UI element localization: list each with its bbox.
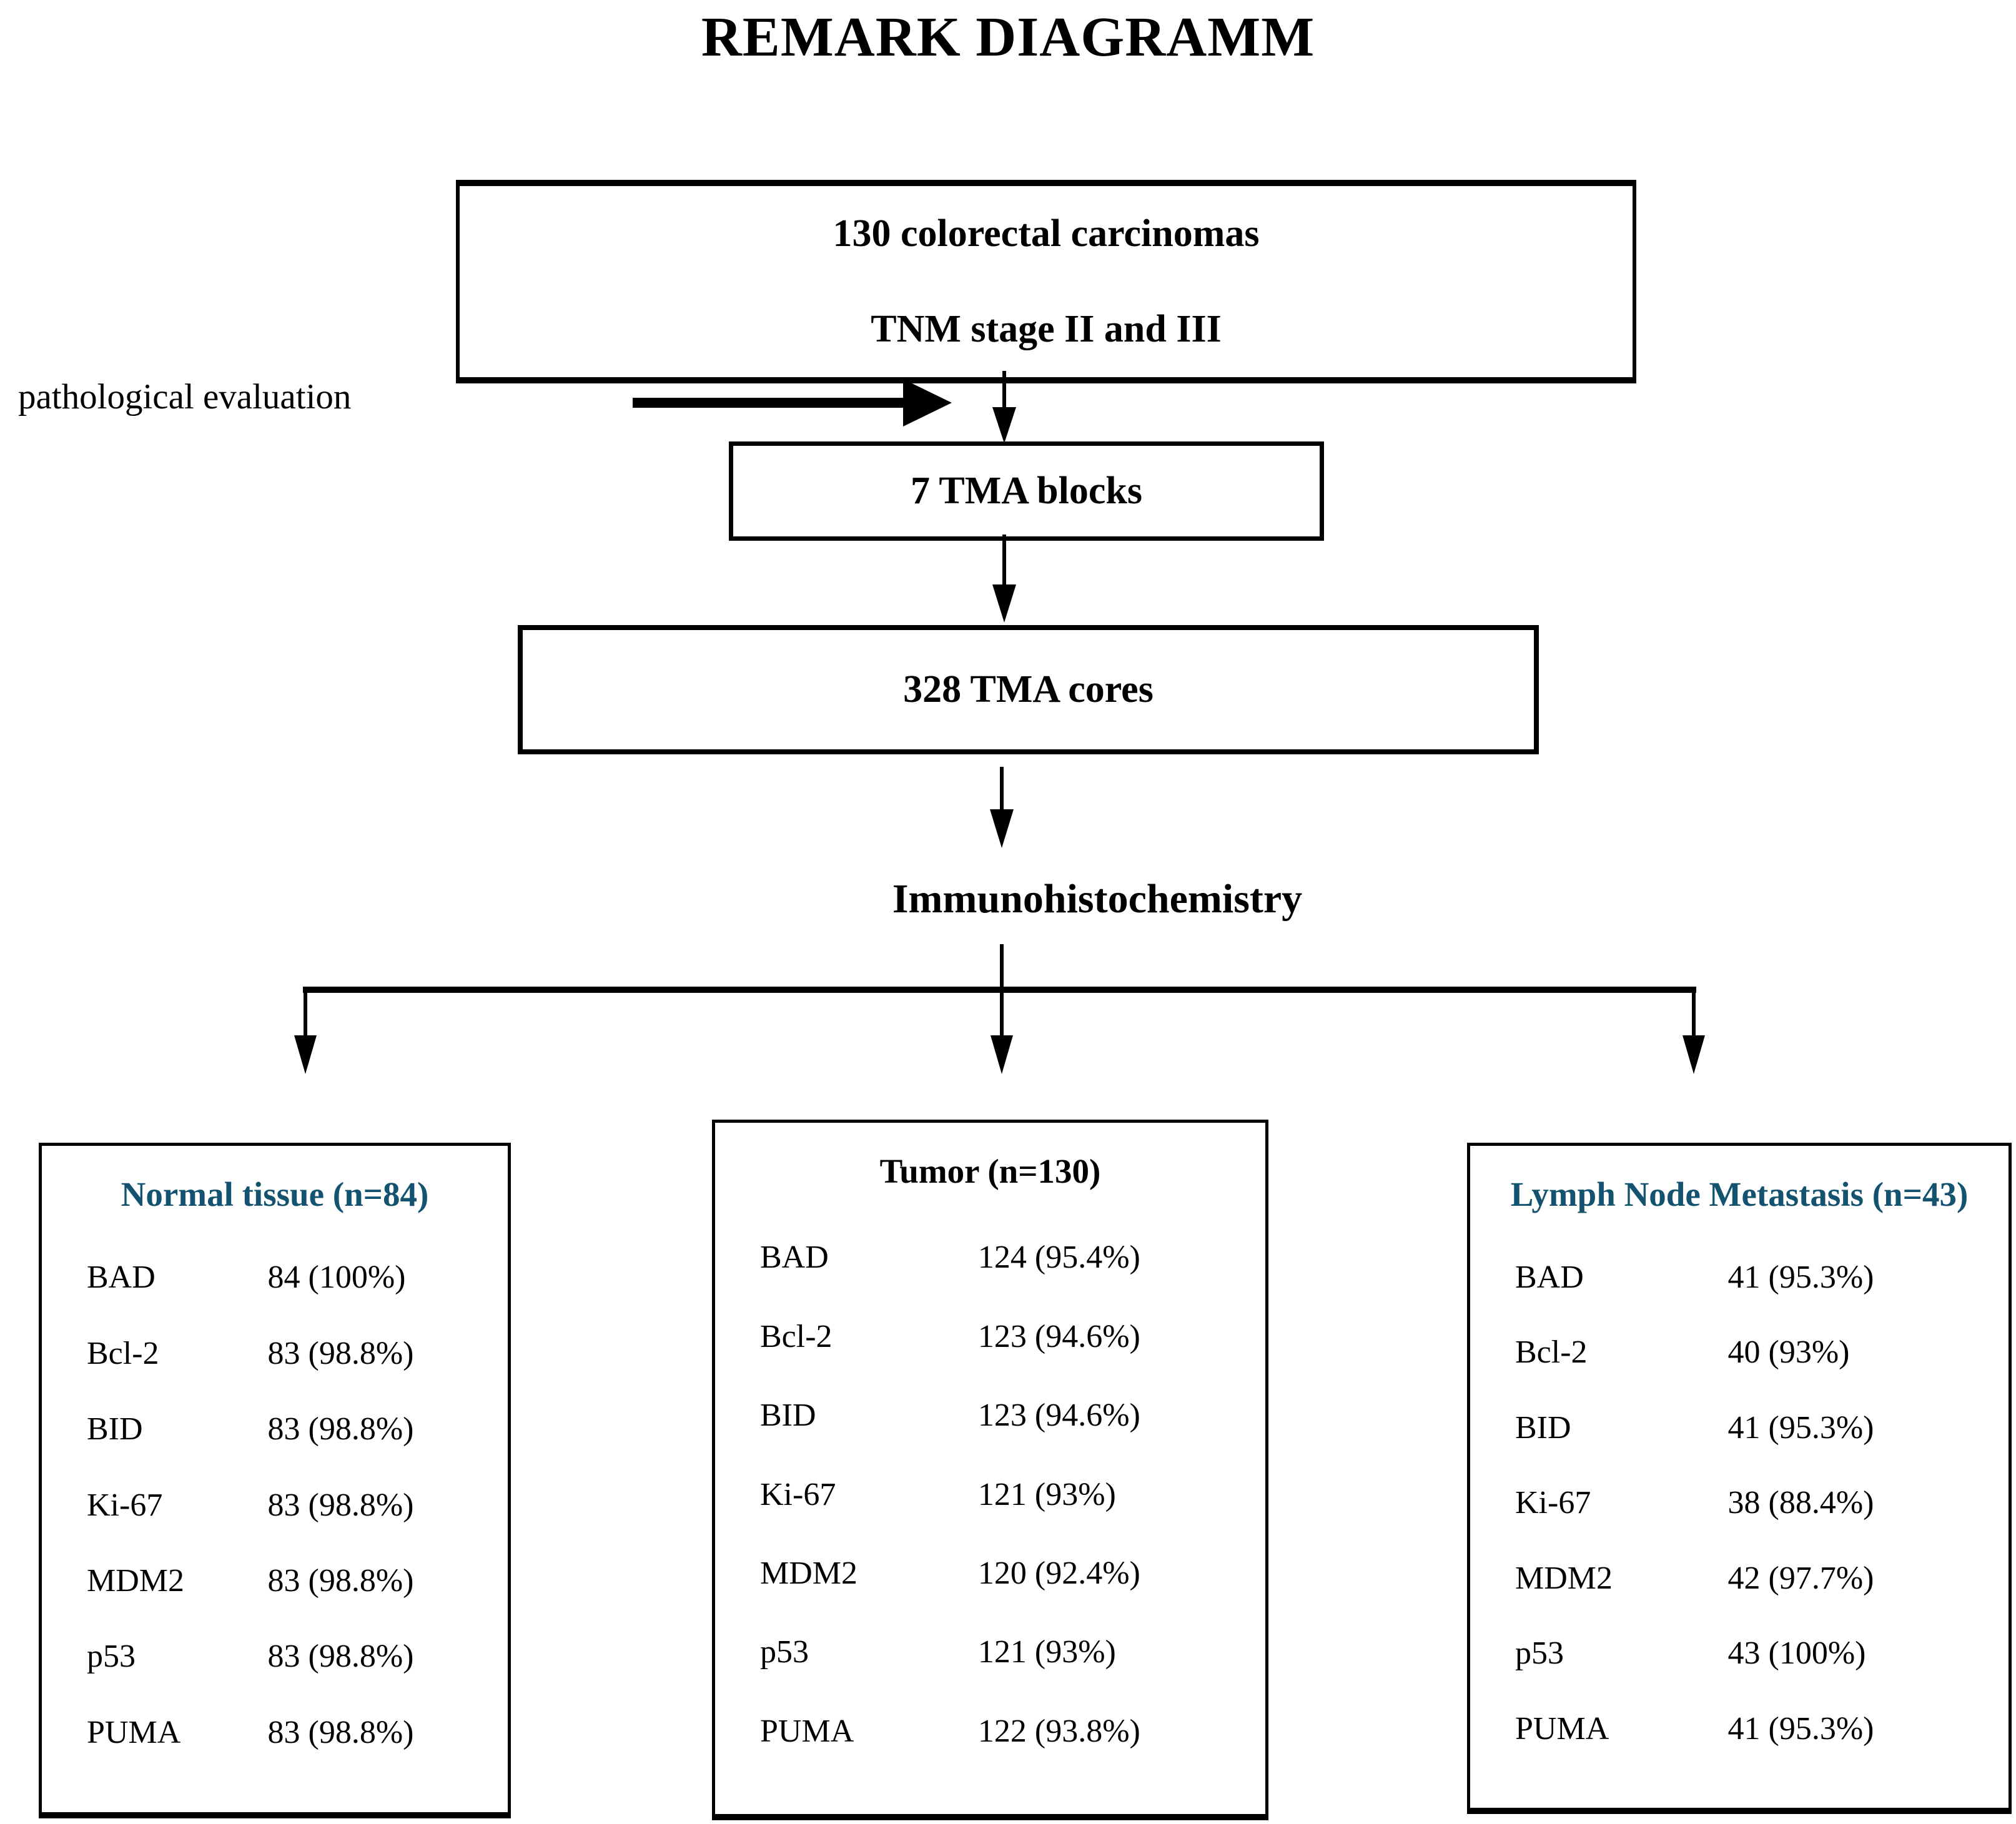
tma-cores-label: 328 TMA cores bbox=[903, 668, 1154, 711]
marker-row: Bcl-2 40 (93%) bbox=[1515, 1334, 1999, 1371]
marker-value: 40 (93%) bbox=[1727, 1334, 1850, 1370]
marker-value: 83 (98.8%) bbox=[267, 1714, 414, 1750]
group-title-lymph-node-metastasis: Lymph Node Metastasis (n=43) bbox=[1510, 1175, 1969, 1213]
marker-value: 41 (95.3%) bbox=[1727, 1409, 1874, 1446]
group-box-normal-tissue: Normal tissue (n=84) BAD 84 (100%) Bcl-2… bbox=[39, 1143, 511, 1818]
marker-value: 122 (93.8%) bbox=[977, 1713, 1140, 1749]
marker-name: PUMA bbox=[760, 1713, 854, 1749]
group-title-normal-tissue: Normal tissue (n=84) bbox=[121, 1175, 429, 1213]
marker-name: BID bbox=[1515, 1409, 1571, 1446]
marker-value: 41 (95.3%) bbox=[1727, 1710, 1874, 1747]
marker-row: BAD 41 (95.3%) bbox=[1515, 1259, 1999, 1296]
marker-value: 83 (98.8%) bbox=[267, 1562, 414, 1599]
marker-row: PUMA 83 (98.8%) bbox=[87, 1714, 498, 1751]
marker-name: BAD bbox=[760, 1240, 829, 1276]
marker-name: Ki-67 bbox=[87, 1487, 163, 1523]
marker-row: Bcl-2 83 (98.8%) bbox=[87, 1335, 498, 1372]
marker-row: Bcl-2 123 (94.6%) bbox=[760, 1318, 1255, 1355]
marker-row: BAD 124 (95.4%) bbox=[760, 1239, 1255, 1276]
marker-name: BAD bbox=[1515, 1259, 1584, 1295]
group-rows-lymph-node-metastasis: BAD 41 (95.3%) Bcl-2 40 (93%) BID 41 (95… bbox=[1470, 1214, 2009, 1808]
marker-row: Ki-67 38 (88.4%) bbox=[1515, 1484, 1999, 1521]
marker-value: 84 (100%) bbox=[267, 1260, 406, 1296]
marker-name: Bcl-2 bbox=[760, 1318, 833, 1354]
marker-row: Ki-67 83 (98.8%) bbox=[87, 1487, 498, 1524]
flow-box-tma-blocks: 7 TMA blocks bbox=[729, 441, 1324, 541]
group-rows-normal-tissue: BAD 84 (100%) Bcl-2 83 (98.8%) BID 83 (9… bbox=[42, 1214, 508, 1812]
marker-value: 41 (95.3%) bbox=[1727, 1259, 1874, 1295]
arrow-branch-to-tumor bbox=[991, 990, 1013, 1074]
group-box-lymph-node-metastasis: Lymph Node Metastasis (n=43) BAD 41 (95.… bbox=[1467, 1143, 2012, 1814]
marker-value: 121 (93%) bbox=[977, 1476, 1116, 1512]
marker-name: PUMA bbox=[1515, 1710, 1609, 1747]
marker-name: BID bbox=[87, 1411, 143, 1447]
arrow-branch-to-lymph-node bbox=[1682, 990, 1705, 1074]
marker-row: MDM2 42 (97.7%) bbox=[1515, 1560, 1999, 1597]
marker-name: p53 bbox=[760, 1634, 809, 1670]
carcinomas-count-line: 130 colorectal carcinomas bbox=[833, 212, 1260, 255]
group-title-tumor: Tumor (n=130) bbox=[879, 1152, 1101, 1190]
marker-row: p53 83 (98.8%) bbox=[87, 1638, 498, 1675]
tnm-stage-line: TNM stage II and III bbox=[871, 308, 1222, 350]
marker-name: p53 bbox=[1515, 1635, 1564, 1671]
marker-name: Bcl-2 bbox=[1515, 1334, 1588, 1370]
marker-row: BID 83 (98.8%) bbox=[87, 1411, 498, 1447]
marker-value: 38 (88.4%) bbox=[1727, 1485, 1874, 1521]
marker-name: MDM2 bbox=[760, 1555, 858, 1591]
marker-value: 43 (100%) bbox=[1727, 1635, 1866, 1671]
marker-row: p53 43 (100%) bbox=[1515, 1635, 1999, 1672]
marker-row: PUMA 122 (93.8%) bbox=[760, 1713, 1255, 1750]
branch-connector bbox=[303, 944, 1696, 993]
marker-row: PUMA 41 (95.3%) bbox=[1515, 1710, 1999, 1747]
immunohistochemistry-label: Immunohistochemistry bbox=[892, 876, 1303, 922]
tma-blocks-label: 7 TMA blocks bbox=[911, 470, 1142, 512]
page-title: REMARK DIAGRAMM bbox=[701, 6, 1315, 68]
marker-value: 123 (94.6%) bbox=[977, 1318, 1140, 1354]
marker-row: Ki-67 121 (93%) bbox=[760, 1476, 1255, 1513]
marker-row: BAD 84 (100%) bbox=[87, 1259, 498, 1296]
marker-row: BID 123 (94.6%) bbox=[760, 1397, 1255, 1434]
marker-value: 83 (98.8%) bbox=[267, 1639, 414, 1675]
pathological-evaluation-label: pathological evaluation bbox=[18, 377, 352, 417]
flow-box-carcinomas: 130 colorectal carcinomas TNM stage II a… bbox=[456, 180, 1636, 383]
marker-name: p53 bbox=[87, 1639, 136, 1675]
group-box-tumor: Tumor (n=130) BAD 124 (95.4%) Bcl-2 123 … bbox=[712, 1120, 1268, 1820]
arrow-tma-blocks-to-tma-cores bbox=[992, 535, 1016, 623]
marker-row: p53 121 (93%) bbox=[760, 1634, 1255, 1670]
marker-value: 42 (97.7%) bbox=[1727, 1560, 1874, 1596]
marker-name: Bcl-2 bbox=[87, 1335, 159, 1371]
arrow-tma-cores-to-ihc bbox=[990, 767, 1014, 848]
marker-value: 83 (98.8%) bbox=[267, 1411, 414, 1447]
pathological-evaluation-arrow bbox=[633, 379, 952, 426]
marker-value: 121 (93%) bbox=[977, 1634, 1116, 1670]
marker-name: MDM2 bbox=[1515, 1560, 1613, 1596]
group-rows-tumor: BAD 124 (95.4%) Bcl-2 123 (94.6%) BID 12… bbox=[715, 1191, 1265, 1814]
marker-name: Ki-67 bbox=[1515, 1485, 1591, 1521]
marker-row: BID 41 (95.3%) bbox=[1515, 1409, 1999, 1446]
arrow-branch-to-normal-tissue bbox=[294, 990, 317, 1074]
marker-value: 83 (98.8%) bbox=[267, 1335, 414, 1371]
flow-box-tma-cores: 328 TMA cores bbox=[518, 625, 1539, 754]
marker-value: 83 (98.8%) bbox=[267, 1487, 414, 1523]
marker-value: 124 (95.4%) bbox=[977, 1240, 1140, 1276]
marker-name: Ki-67 bbox=[760, 1476, 836, 1512]
marker-value: 123 (94.6%) bbox=[977, 1398, 1140, 1434]
marker-name: BID bbox=[760, 1398, 816, 1434]
marker-name: BAD bbox=[87, 1260, 156, 1296]
marker-row: MDM2 120 (92.4%) bbox=[760, 1555, 1255, 1592]
marker-value: 120 (92.4%) bbox=[977, 1555, 1140, 1591]
marker-name: PUMA bbox=[87, 1714, 181, 1750]
marker-name: MDM2 bbox=[87, 1562, 185, 1599]
marker-row: MDM2 83 (98.8%) bbox=[87, 1562, 498, 1599]
